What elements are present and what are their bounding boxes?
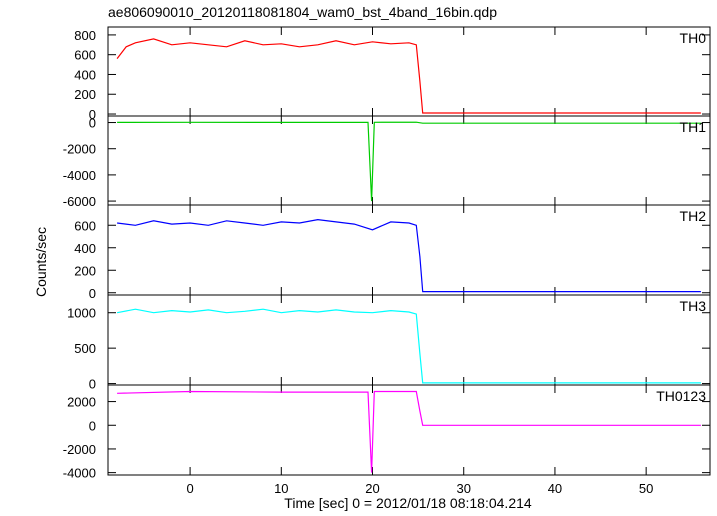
- y-tick-label: 0: [89, 418, 96, 433]
- x-tick-label: 0: [186, 481, 193, 496]
- y-tick-label: -6000: [63, 194, 96, 209]
- panel-th1: 0 -2000 -4000 -6000 TH1: [63, 115, 711, 209]
- panel-label-th0123: TH0123: [656, 388, 706, 404]
- y-tick-label: 2000: [67, 395, 96, 410]
- x-axis-label: Time [sec] 0 = 2012/01/18 08:18:04.214: [284, 495, 532, 511]
- y-tick-label: -4000: [63, 168, 96, 183]
- x-tick-label: 10: [274, 481, 288, 496]
- y-tick-label: 500: [74, 341, 96, 356]
- y-axis-label: Counts/sec: [33, 227, 49, 297]
- y-tick-label: 0: [89, 116, 96, 131]
- y-tick-label: 1000: [67, 306, 96, 321]
- panel-frame: [107, 294, 711, 386]
- x-tick-label: 30: [456, 481, 470, 496]
- y-tick-label: 400: [74, 67, 96, 82]
- series-line-th3: [116, 308, 701, 384]
- y-tick-label: 600: [74, 218, 96, 233]
- panel-label-th0: TH0: [680, 30, 707, 46]
- x-tick-label: 40: [548, 481, 562, 496]
- x-tick-label: 20: [365, 481, 379, 496]
- panel-frame: [107, 204, 711, 296]
- y-tick-label: 0: [89, 107, 96, 122]
- y-tick-label: -4000: [63, 466, 96, 481]
- panel-frame: [107, 26, 711, 117]
- chart-title: ae806090010_20120118081804_wam0_bst_4ban…: [108, 4, 497, 20]
- panel-label-th2: TH2: [680, 208, 707, 224]
- y-tick-label: 800: [74, 28, 96, 43]
- series-line-th0: [116, 38, 701, 114]
- y-tick-label: 400: [74, 241, 96, 256]
- y-tick-label: -2000: [63, 442, 96, 457]
- y-tick-label: 200: [74, 87, 96, 102]
- y-tick-label: 600: [74, 48, 96, 63]
- series-line-th0123: [117, 390, 701, 473]
- panel-th3: 0 500 1000 TH3: [67, 294, 711, 392]
- y-tick-label: 200: [74, 263, 96, 278]
- series-line-th2: [117, 218, 701, 293]
- series-line-th1: [117, 121, 701, 202]
- panel-th0: 0 200 400 600 800 TH0: [74, 26, 711, 122]
- panel-th2: 0 200 400 600 TH2: [74, 204, 711, 301]
- y-tick-label: 0: [89, 377, 96, 392]
- panel-frame: [107, 384, 711, 476]
- panel-th0123: 2000 0 -2000 -4000 TH0123: [63, 384, 711, 481]
- y-tick-label: 0: [89, 286, 96, 301]
- panel-label-th1: TH1: [680, 119, 707, 135]
- x-tick-label: 50: [639, 481, 653, 496]
- y-tick-label: -2000: [63, 142, 96, 157]
- panel-label-th3: TH3: [680, 298, 707, 314]
- panel-frame: [107, 115, 711, 206]
